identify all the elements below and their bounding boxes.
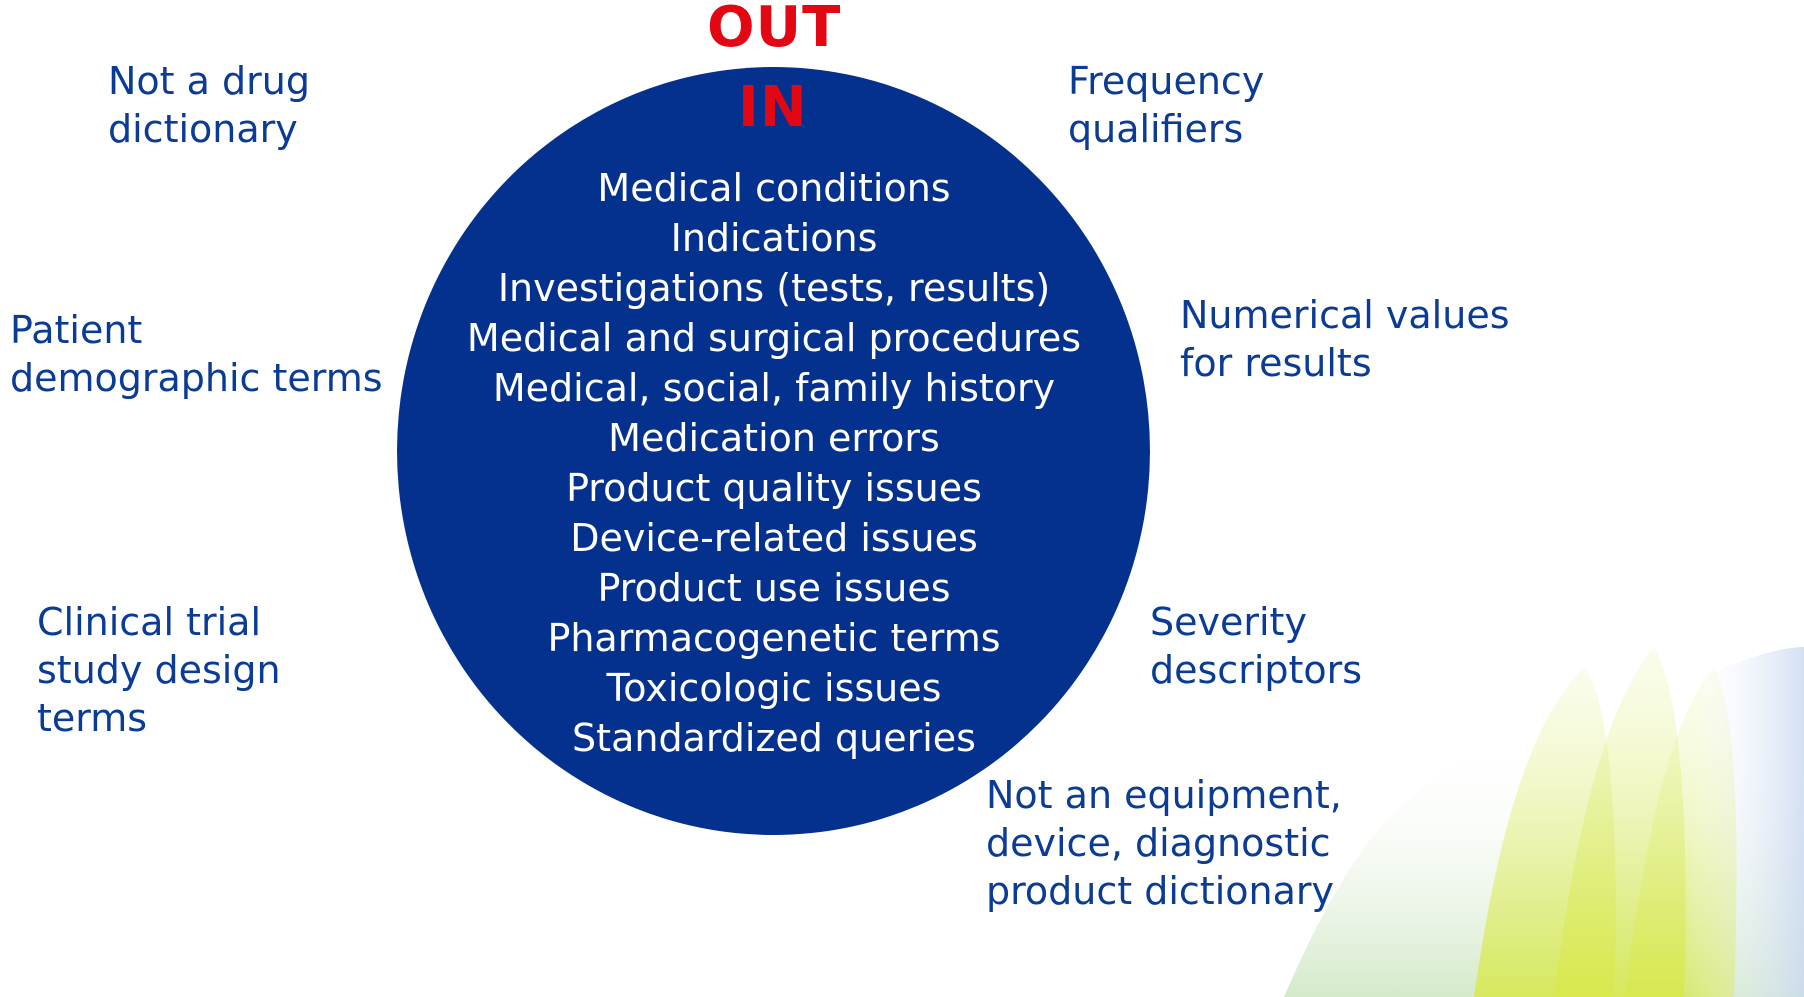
out-item-patient-demographic: Patient demographic terms	[10, 308, 383, 400]
in-item-standardized-queries: Standardized queries	[572, 716, 976, 760]
in-item-pharmacogenetic: Pharmacogenetic terms	[547, 616, 1001, 660]
out-item-drug-dictionary: Not a drug dictionary	[108, 59, 310, 151]
in-item-procedures: Medical and surgical procedures	[466, 316, 1082, 360]
decorative-swoosh-graphic	[1284, 647, 1804, 997]
in-item-device-related: Device-related issues	[570, 516, 978, 560]
in-item-indications: Indications	[670, 216, 878, 260]
out-item-clinical-trial: Clinical trial study design terms	[37, 600, 281, 740]
in-heading: IN	[738, 75, 808, 140]
out-item-numerical-values: Numerical values for results	[1180, 293, 1510, 385]
in-item-medication-errors: Medication errors	[608, 416, 940, 460]
out-item-equipment-dictionary: Not an equipment, device, diagnostic pro…	[986, 773, 1342, 913]
in-item-product-quality: Product quality issues	[566, 466, 982, 510]
out-item-severity-descriptors: Severity descriptors	[1150, 600, 1363, 692]
out-item-frequency-qualifiers: Frequency qualifiers	[1068, 59, 1265, 151]
in-item-medical-conditions: Medical conditions	[597, 166, 951, 210]
in-scope-list: Medical conditions Indications Investiga…	[397, 163, 1137, 763]
in-item-history: Medical, social, family history	[492, 366, 1056, 410]
in-item-investigations: Investigations (tests, results)	[497, 266, 1051, 310]
in-item-product-use: Product use issues	[597, 566, 951, 610]
in-scope-circle	[397, 67, 1150, 835]
in-item-toxicologic: Toxicologic issues	[606, 666, 942, 710]
out-heading: OUT	[707, 0, 842, 60]
